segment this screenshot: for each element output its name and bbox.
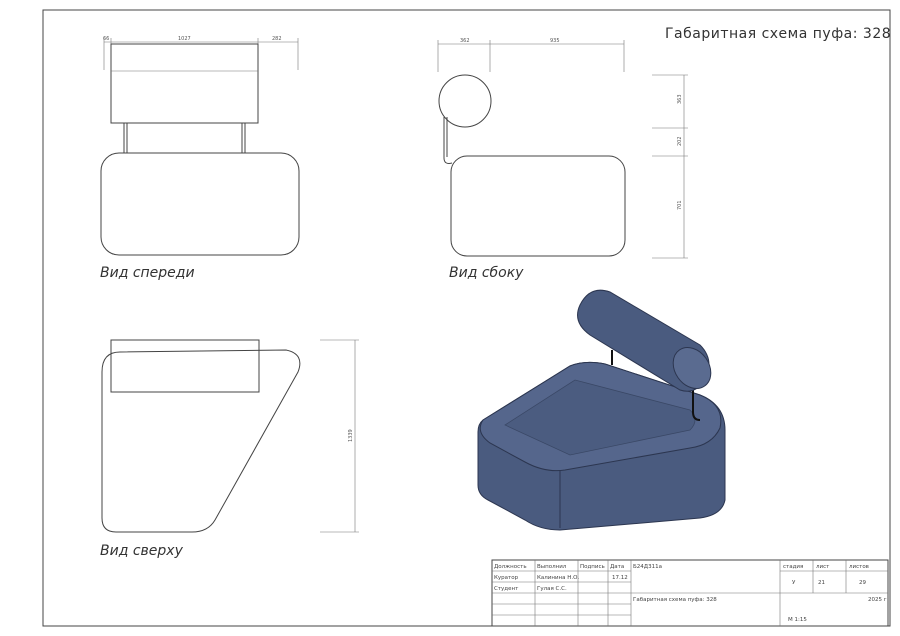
top-view: 1339 Вид сверху (100, 339, 359, 559)
dim-701: 701 (677, 200, 683, 210)
side-view: 362 935 363 202 701 Вид сбоку (437, 38, 688, 281)
tb-sheets: 29 (859, 580, 866, 586)
tb-header-signature: Подпись (580, 564, 605, 570)
tb-header-position: Должность (494, 564, 527, 570)
dim-935: 935 (550, 38, 560, 44)
tb-curator-name: Калинина Н.О. (537, 575, 579, 581)
tb-drawing-name: Габаритная схема пуфа: 328 (633, 597, 717, 603)
tb-code: Б24Д311а (633, 564, 662, 570)
side-seat (450, 155, 626, 257)
side-view-label: Вид сбоку (449, 265, 524, 281)
top-view-label: Вид сверху (100, 543, 184, 559)
front-view-label: Вид спереди (100, 265, 195, 281)
front-bolster (110, 43, 259, 124)
top-seat-outline (101, 349, 301, 533)
tb-year: 2025 г (868, 597, 887, 603)
tb-header-date: Дата (610, 564, 624, 570)
tb-scale: М 1:15 (788, 617, 807, 623)
dim-1339: 1339 (348, 429, 354, 442)
dim-363: 363 (677, 94, 683, 104)
tb-stage: У (792, 580, 796, 586)
tb-sheets-header: листов (849, 564, 869, 570)
dim-202: 202 (677, 136, 683, 146)
sheet-title: Габаритная схема пуфа: 328 (665, 26, 891, 42)
side-bolster (438, 74, 492, 128)
tb-sheet-header: лист (816, 564, 830, 570)
pouf-3d-render (477, 289, 726, 531)
tb-curator-role: Куратор (494, 575, 519, 581)
dim-282: 282 (272, 36, 282, 42)
tb-header-performed: Выполнил (537, 564, 567, 570)
top-bolster (110, 339, 260, 393)
front-seat (100, 152, 300, 256)
sheet-frame (42, 9, 891, 627)
tb-sheet: 21 (818, 580, 825, 586)
dim-66: 66 (103, 36, 109, 42)
front-view: 66 1027 282 Вид спереди (100, 36, 300, 281)
tb-curator-date: 17.12 (612, 575, 628, 581)
tb-student-role: Студент (494, 586, 519, 592)
title-block: Должность Выполнил Подпись Дата Куратор … (491, 559, 889, 627)
dim-362: 362 (460, 38, 470, 44)
tb-student-name: Гулая С.С. (537, 586, 567, 592)
dim-1027: 1027 (178, 36, 191, 42)
tb-stage-header: стадия (783, 564, 803, 570)
